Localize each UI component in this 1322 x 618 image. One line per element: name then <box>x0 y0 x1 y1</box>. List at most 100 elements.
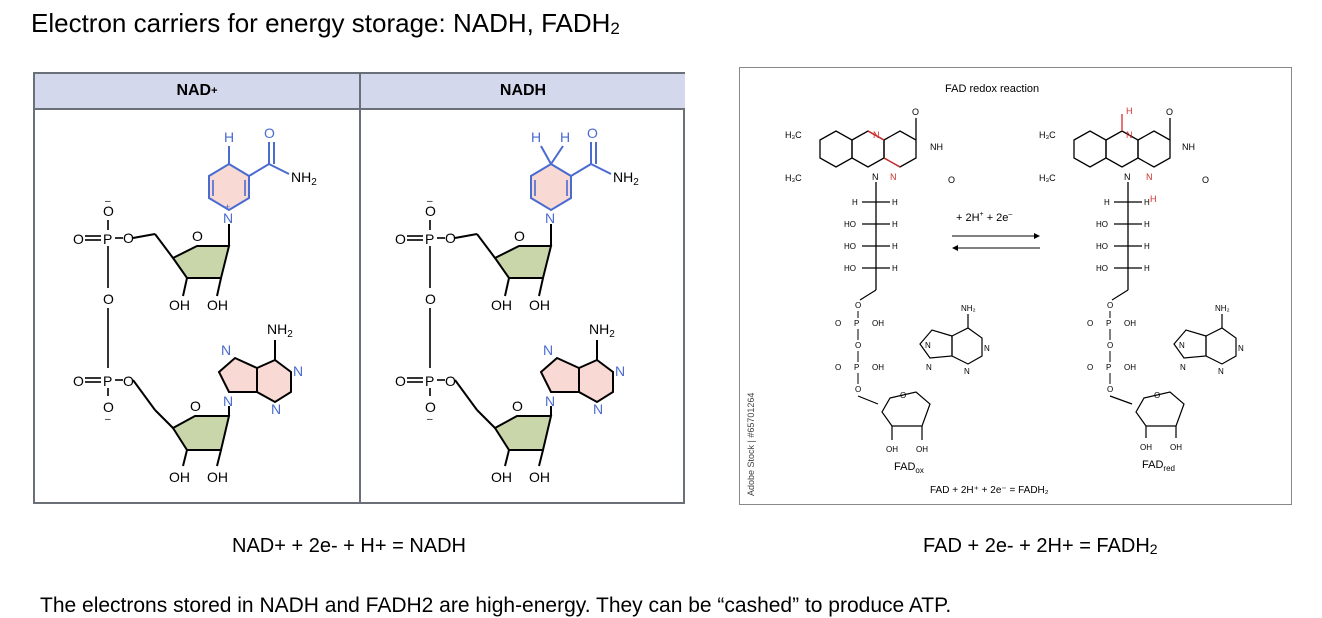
minus-charge: – <box>105 414 111 425</box>
footer-text: The electrons stored in NADH and FADH2 a… <box>40 594 952 617</box>
oh-label: OH <box>1170 443 1182 452</box>
o-minus-label: O <box>103 399 114 415</box>
oh-label: OH <box>872 319 884 328</box>
o-atom-label: O <box>73 373 84 389</box>
fad-panel-title: FAD redox reaction <box>945 83 1039 95</box>
n-atom-label: N <box>293 363 303 379</box>
ho-label: HO <box>1096 264 1108 273</box>
o-atom-label: O <box>835 363 841 372</box>
o-atom-label: O <box>264 125 275 141</box>
n-atom-label: N <box>984 344 990 353</box>
ho-label: HO <box>844 242 856 251</box>
oh-label: OH <box>1124 319 1136 328</box>
nh-label: NH <box>1182 142 1195 152</box>
phosphorus-label: P <box>1106 319 1111 328</box>
n-atom-label: N <box>1124 172 1131 182</box>
h-atom-label: H <box>1144 242 1150 251</box>
ribose-o-label: O <box>190 398 201 414</box>
adenine-ring <box>578 358 614 404</box>
n-atom-label: N <box>1146 172 1153 182</box>
ho-label: HO <box>844 264 856 273</box>
h-atom-label: H <box>1126 106 1133 116</box>
nad-diagram-panel: NAD+ H O NH2 N + O OH OH O <box>33 72 685 504</box>
nh2-label: NH₂ <box>1215 304 1230 313</box>
nadh-structure: H H O NH2 N O OH OH O P O O – <box>395 125 639 485</box>
oh-label: OH <box>491 297 512 313</box>
phosphorus-label: P <box>854 319 859 328</box>
oh-label: OH <box>207 297 228 313</box>
o-atom-label: O <box>855 301 861 310</box>
n-atom-label: N <box>1238 344 1244 353</box>
n-atom-label: N <box>221 342 231 358</box>
methyl-label: H₃C <box>785 173 802 183</box>
dihydronicotinamide-ring <box>530 162 572 212</box>
o-atom-label: O <box>948 175 955 185</box>
o-atom-label: O <box>73 231 84 247</box>
o-atom-label: O <box>395 373 406 389</box>
minus-charge: – <box>427 414 433 425</box>
o-atom-label: O <box>900 391 906 400</box>
o-atom-label: O <box>1166 107 1173 117</box>
upper-ribose <box>493 245 553 279</box>
fad-red-label: FADred <box>1142 459 1175 473</box>
ribose-o-label: O <box>512 398 523 414</box>
n-atom-label: N <box>1218 367 1224 376</box>
o-atom-label: O <box>587 125 598 141</box>
o-minus-label: O <box>103 203 114 219</box>
o-atom-label: O <box>835 319 841 328</box>
o-atom-label: O <box>1087 319 1093 328</box>
nh2-label: NH2 <box>291 169 317 188</box>
lower-ribose <box>493 415 553 451</box>
arrow-label: + 2H+ + 2e– <box>956 211 1012 224</box>
nh2-label: NH2 <box>267 321 293 340</box>
phosphorus-label: P <box>425 373 434 389</box>
o-atom-label: O <box>1154 391 1160 400</box>
n-atom-label: N <box>890 172 897 182</box>
n-atom-label: N <box>271 401 281 417</box>
bridge-o-label: O <box>425 291 436 307</box>
oh-label: OH <box>916 445 928 454</box>
methyl-label: H₃C <box>1039 173 1056 183</box>
o-minus-label: O <box>425 399 436 415</box>
fad-red-ribityl-chain: H H HO H HO H HO H O O P OH O O P OH O <box>1087 182 1150 405</box>
h-atom-label: H <box>892 264 898 273</box>
oh-label: OH <box>1140 443 1152 452</box>
n-atom-label: N <box>545 393 555 409</box>
ho-label: HO <box>844 220 856 229</box>
o-atom-label: O <box>445 230 456 246</box>
n-plus-label: N <box>223 210 233 226</box>
n-atom-label: N <box>926 363 932 372</box>
n-atom-label: N <box>543 342 553 358</box>
oh-label: OH <box>529 297 550 313</box>
oh-label: OH <box>529 469 550 485</box>
n-atom-label: N <box>873 130 880 140</box>
ho-label: HO <box>1096 220 1108 229</box>
adenine-ring <box>256 358 292 404</box>
stock-watermark-text: Adobe Stock | #65701264 <box>746 393 756 496</box>
nh-label: NH <box>930 142 943 152</box>
n-atom-label: N <box>615 363 625 379</box>
o-atom-label: O <box>395 231 406 247</box>
o-atom-label: O <box>1107 341 1113 350</box>
fad-ox-ribityl-chain: H H HO H HO H HO H O O P OH O O P OH O <box>835 182 898 405</box>
nh2-label: NH2 <box>589 321 615 340</box>
nad-plus-column: NAD+ H O NH2 N + O OH OH O <box>35 74 361 502</box>
nh2-label: NH₂ <box>961 304 976 313</box>
nad-plus-structure: H O NH2 N + O OH OH O P O O <box>73 125 317 485</box>
o-atom-label: O <box>1087 363 1093 372</box>
fad-red-isoalloxazine: H N O NH O N H N H₃C H₃C <box>1039 106 1209 204</box>
o-atom-label: O <box>1107 385 1113 394</box>
o-atom-label: O <box>912 107 919 117</box>
phosphorus-label: P <box>854 363 859 372</box>
o-atom-label: O <box>445 373 456 389</box>
fad-ox-adenosine: NH₂ N N N N O OH OH <box>881 304 990 454</box>
o-atom-label: O <box>123 230 134 246</box>
h-atom-label: H <box>531 129 541 145</box>
nadh-column: NADH H H O NH2 N O OH OH O P <box>361 74 685 502</box>
o-atom-label: O <box>855 385 861 394</box>
n-atom-label: N <box>593 401 603 417</box>
fad-equation: FAD + 2e- + 2H+ = FADH2 <box>923 535 1158 557</box>
oh-label: OH <box>872 363 884 372</box>
plus-charge-label: + <box>225 202 230 212</box>
phosphorus-label: P <box>103 231 112 247</box>
